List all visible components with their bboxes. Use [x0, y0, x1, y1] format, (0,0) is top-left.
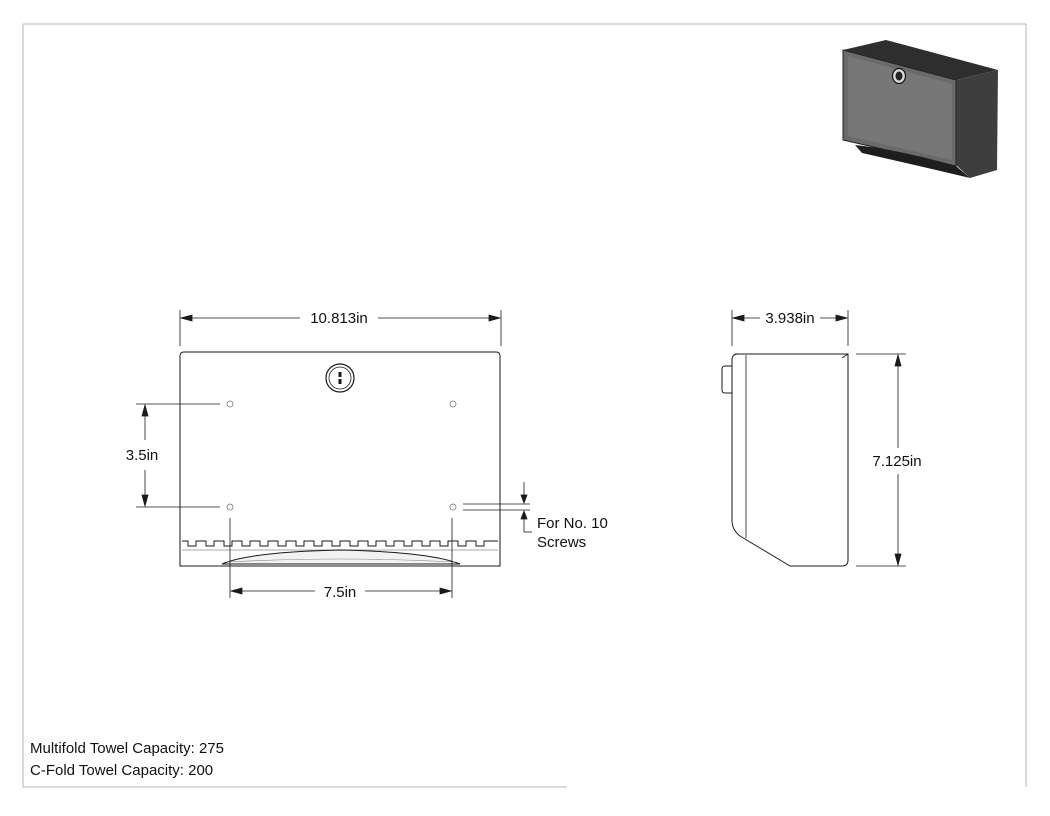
side-view — [721, 310, 906, 567]
side-lock-knob — [721, 365, 732, 394]
screw-callout — [463, 482, 532, 533]
cfold-capacity-text: C-Fold Towel Capacity: 200 — [30, 762, 214, 779]
screw-note-line2: Screws — [537, 534, 586, 551]
width-dimension-label: 10.813in — [310, 310, 368, 327]
mounting-hole — [449, 503, 457, 511]
height-dimension — [856, 353, 906, 567]
isometric-view — [842, 40, 998, 178]
iso-lock-icon — [891, 67, 907, 85]
screw-note-line1: For No. 10 — [537, 515, 608, 532]
serrated-edge — [182, 540, 498, 547]
iso-top-face — [843, 40, 998, 80]
iso-front-panel — [848, 56, 952, 160]
mounting-hole — [226, 503, 234, 511]
multifold-capacity-text: Multifold Towel Capacity: 275 — [30, 740, 224, 757]
hole-vertical-dimension — [136, 403, 220, 508]
side-body-outline — [731, 353, 849, 567]
height-dimension-label: 7.125in — [872, 453, 921, 470]
hole-horizontal-dimension — [229, 518, 453, 598]
hole-horizontal-dimension-label: 7.5in — [324, 584, 357, 601]
front-body-outline — [179, 351, 501, 567]
front-view — [136, 310, 532, 598]
mounting-hole — [226, 400, 234, 408]
hole-vertical-dimension-label: 3.5in — [126, 447, 159, 464]
iso-bottom-lip — [855, 145, 970, 178]
dispensing-opening — [221, 549, 461, 565]
front-lock-icon — [325, 363, 355, 393]
depth-dimension-label: 3.938in — [765, 310, 814, 327]
mounting-hole — [449, 400, 457, 408]
depth-dimension — [731, 310, 849, 346]
sheet-border — [22, 23, 1027, 788]
iso-side-face — [956, 70, 998, 178]
mounting-holes — [226, 400, 457, 511]
width-dimension — [179, 310, 502, 346]
